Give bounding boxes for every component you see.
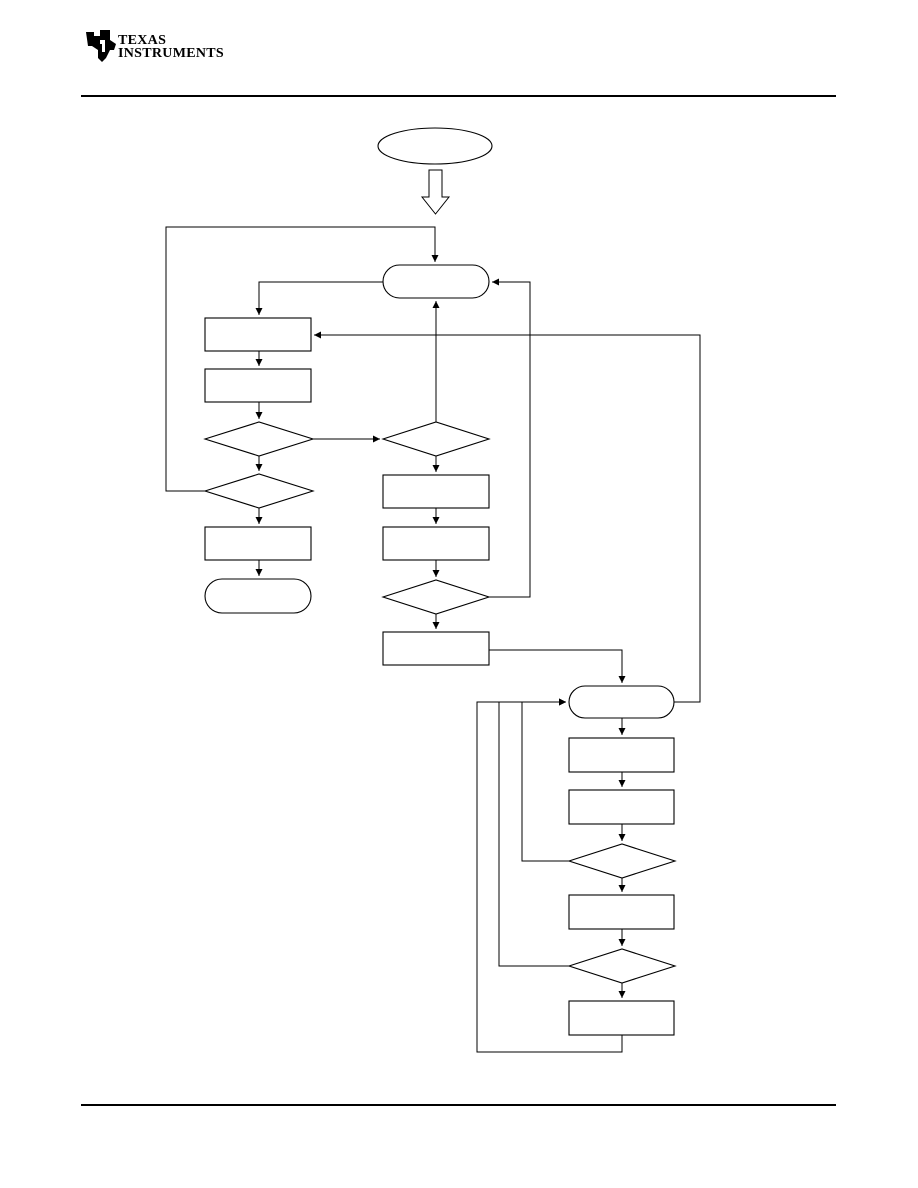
connector-rdec2-loop (498, 698, 569, 967)
flow-decision-middle-2 (381, 579, 491, 615)
flow-decision-left-2 (203, 473, 315, 509)
flow-right-terminal (568, 685, 675, 719)
flow-decision-right-1 (567, 843, 677, 879)
flow-decision-left-1 (203, 421, 315, 457)
header-rule (81, 95, 836, 97)
flow-decision-right-2 (567, 948, 677, 984)
connector-main-to-box1 (255, 281, 383, 315)
flow-box-right-3 (568, 894, 675, 930)
flow-entry-arrow (420, 169, 451, 215)
ti-logo-icon (86, 30, 116, 62)
flow-box-middle-2 (382, 526, 490, 561)
flow-box-left-3 (204, 526, 312, 561)
flow-decision-middle-1 (381, 421, 491, 457)
ti-logo-wordmark: TEXAS INSTRUMENTS (118, 33, 224, 61)
flow-box-middle-3 (382, 631, 490, 666)
flow-box-left-2 (204, 368, 312, 403)
flow-box-right-2 (568, 789, 675, 825)
flow-box-right-1 (568, 737, 675, 773)
connector-mbox3-to-right-terminal (489, 649, 626, 683)
connector-rbox4-loop (476, 698, 623, 1053)
flow-box-middle-1 (382, 474, 490, 509)
logo-line-2: INSTRUMENTS (118, 46, 224, 61)
flow-main-terminal (382, 264, 490, 299)
connector-right-terminal-to-box1 (314, 331, 701, 703)
flow-start-ellipse (377, 127, 493, 165)
flow-box-right-4 (568, 1000, 675, 1036)
connector-mdec2-back-to-main (489, 278, 531, 598)
logo-line-1: TEXAS (118, 33, 167, 48)
connector-left-loop (165, 226, 439, 492)
connector-rdec1-loop (521, 698, 569, 862)
flow-box-left-1 (204, 317, 312, 352)
footer-rule (81, 1104, 836, 1106)
flow-end-terminal (204, 578, 312, 614)
